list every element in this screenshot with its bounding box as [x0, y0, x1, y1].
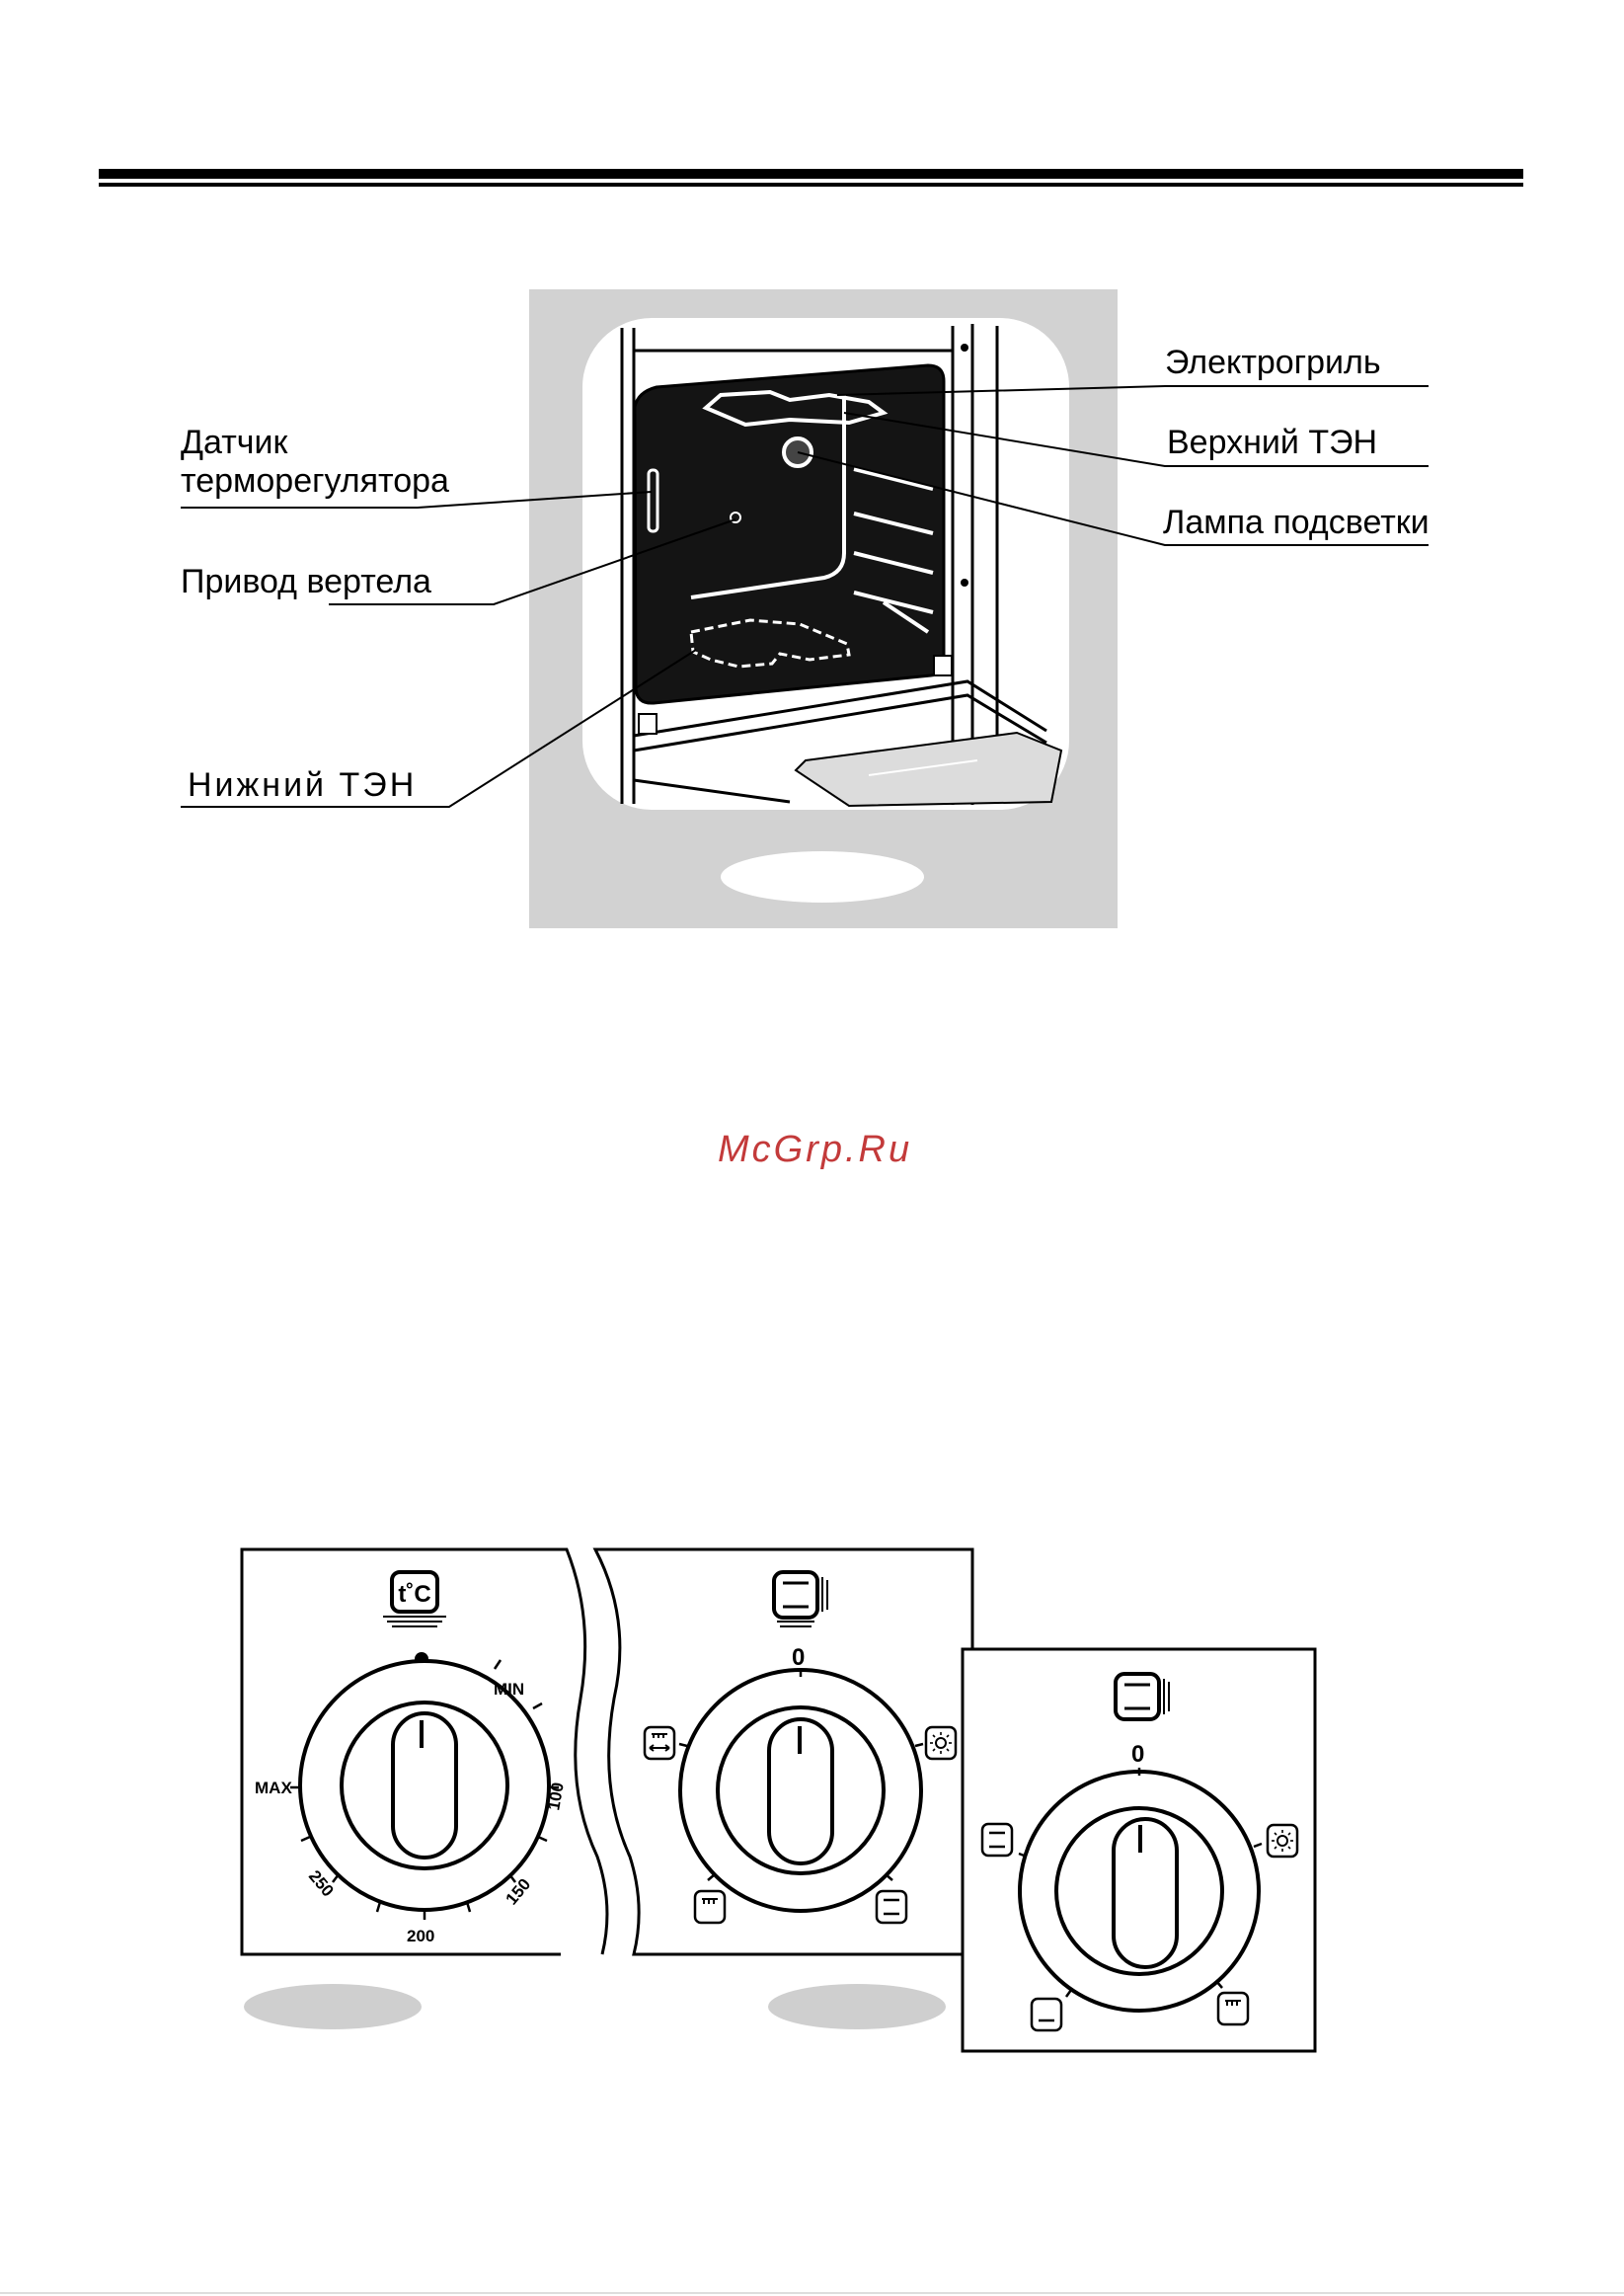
- convection-grill-icon: [645, 1727, 674, 1759]
- header-rule: [99, 169, 1523, 187]
- watermark-text: McGrp.Ru: [718, 1129, 912, 1170]
- label-sensor-line2: терморегулятора: [181, 462, 449, 500]
- scale-200: 200: [407, 1927, 434, 1945]
- caption-oval-right: [768, 1984, 946, 2029]
- oven-interior-figure: [529, 289, 1118, 928]
- thermostat-knob[interactable]: [393, 1713, 456, 1858]
- scale-max: MAX: [255, 1779, 292, 1797]
- figure-caption-oval: [721, 851, 924, 903]
- scale-min: MIN: [494, 1680, 524, 1699]
- mode-dial-1-zero: 0: [792, 1644, 805, 1671]
- grill-icon: [1218, 1993, 1248, 2024]
- mode-dial-2-knob[interactable]: [1114, 1819, 1177, 1967]
- label-lower-heater: Нижний ТЭН: [188, 766, 417, 804]
- caption-oval-left: [244, 1984, 422, 2029]
- label-electrogrill: Электрогриль: [1165, 344, 1381, 381]
- label-sensor-line1: Датчик: [181, 424, 288, 461]
- oven-cavity: [635, 365, 944, 703]
- top-bottom-heat-icon: [877, 1891, 906, 1923]
- light-icon: [926, 1727, 956, 1759]
- label-upper-heater: Верхний ТЭН: [1167, 424, 1377, 461]
- grill-icon: [695, 1891, 725, 1923]
- top-bottom-heat-icon: [982, 1824, 1012, 1856]
- svg-text:t˚C: t˚C: [398, 1581, 430, 1608]
- mode-dial-2-zero: 0: [1131, 1741, 1144, 1768]
- light-icon: [1268, 1825, 1297, 1857]
- bottom-heat-icon: [1032, 1999, 1061, 2030]
- label-spit-drive: Привод вертела: [181, 563, 431, 600]
- label-lamp: Лампа подсветки: [1163, 504, 1430, 541]
